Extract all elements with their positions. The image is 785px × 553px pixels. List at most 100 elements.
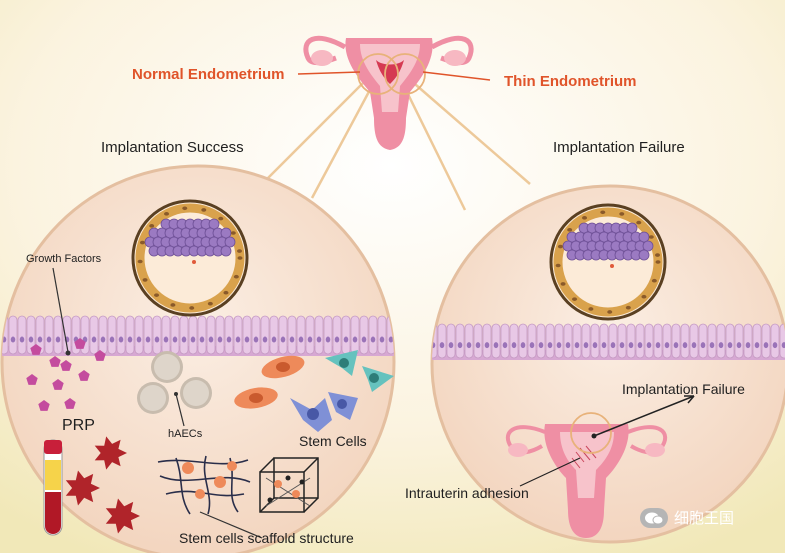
uterus-small: [505, 395, 695, 538]
cell-nucleus: [529, 342, 535, 349]
cell-nucleus: [745, 342, 751, 349]
epithelial-cell: [224, 315, 234, 355]
epithelial-cell: [89, 315, 99, 355]
trophoblast-nucleus: [625, 305, 631, 310]
epithelial-cell: [233, 315, 243, 355]
cell-nucleus: [253, 336, 259, 343]
platelet: [65, 470, 100, 506]
cell-nucleus: [754, 342, 760, 349]
cell-nucleus: [154, 336, 160, 343]
epithelial-cell: [644, 323, 654, 359]
watermark: 细胞王国: [640, 507, 734, 528]
growth-factors: [26, 338, 106, 411]
cell-nucleus: [352, 336, 358, 343]
growth-factor: [60, 360, 72, 371]
cell-nucleus: [538, 342, 544, 349]
cell-nucleus: [370, 336, 376, 343]
cell-nucleus: [502, 342, 508, 349]
haecs-label: hAECs: [168, 428, 203, 440]
cell-nucleus: [55, 336, 61, 343]
cell-nucleus: [226, 336, 232, 343]
cell-nucleus: [91, 336, 97, 343]
cell-nucleus: [466, 342, 472, 349]
scaffold-label: Stem cells scaffold structure: [179, 530, 354, 546]
epithelial-cell: [206, 315, 216, 355]
cell-nucleus: [100, 336, 106, 343]
top-uterus: [297, 35, 491, 150]
trophoblast-nucleus: [619, 212, 625, 216]
epithelial-cell: [296, 315, 306, 355]
thin-endometrium-label: Thin Endometrium: [504, 73, 637, 90]
growth-factors-pointer: [52, 267, 69, 353]
trophoblast-nucleus: [139, 240, 145, 245]
epithelial-cell: [653, 323, 663, 359]
cell-nucleus: [772, 342, 778, 349]
growth-factor: [94, 350, 106, 361]
epithelial-cell: [305, 315, 315, 355]
epithelial-cell: [134, 315, 144, 355]
cell-nucleus: [298, 336, 304, 343]
epithelial-cell: [197, 315, 207, 355]
epithelial-cell: [53, 315, 63, 355]
cell-nucleus: [556, 342, 562, 349]
trophoblast-nucleus: [230, 231, 236, 235]
epithelial-cell: [269, 315, 279, 355]
cell-nucleus: [118, 336, 124, 343]
epithelial-cell: [473, 323, 483, 359]
cell-nucleus: [181, 336, 187, 343]
epithelial-cell: [698, 323, 708, 359]
epithelial-cell: [107, 315, 117, 355]
trophoblast-nucleus: [170, 303, 176, 307]
epithelial-cell: [635, 323, 645, 359]
trophoblast-nucleus: [555, 263, 561, 268]
epithelial-cell: [707, 323, 717, 359]
epithelial-cell: [260, 315, 270, 355]
platelet: [105, 498, 140, 534]
cell-nucleus: [493, 342, 499, 349]
cell-nucleus: [682, 342, 688, 349]
cell-nucleus: [727, 342, 733, 349]
cell-nucleus: [457, 342, 463, 349]
epithelial-cell: [35, 315, 45, 355]
epithelial-cell: [545, 323, 555, 359]
trophoblast-nucleus: [154, 293, 160, 297]
scaffold-pointer: [199, 511, 263, 539]
epithelial-cell: [689, 323, 699, 359]
epithelial-cell: [242, 315, 252, 355]
cell-nucleus: [664, 342, 670, 349]
trophoblast-nucleus: [636, 220, 642, 225]
epithelial-cell: [215, 315, 225, 355]
trophoblast-nucleus: [607, 310, 613, 314]
epithelial-cell: [323, 315, 333, 355]
watermark-text: 细胞王国: [674, 510, 735, 527]
epithelial-cell: [98, 315, 108, 355]
epithelial-cell: [752, 323, 762, 359]
epithelial-cell: [377, 315, 387, 355]
trophoblast-nucleus: [648, 235, 654, 239]
cell-nucleus: [136, 336, 142, 343]
trophoblast-nucleus: [189, 306, 195, 310]
haecs-cells: [137, 351, 212, 427]
cell-nucleus: [145, 336, 151, 343]
cell-nucleus: [343, 336, 349, 343]
inner-cell: [638, 231, 650, 243]
cell-nucleus: [289, 336, 295, 343]
epithelial-cell: [188, 315, 198, 355]
cell-nucleus: [271, 336, 277, 343]
stem-cells: [234, 350, 394, 432]
cell-nucleus: [610, 342, 616, 349]
epithelial-cell: [743, 323, 753, 359]
cell-nucleus: [547, 342, 553, 349]
basement-membrane: [432, 350, 785, 360]
cell-nucleus: [592, 342, 598, 349]
cell-nucleus: [361, 336, 367, 343]
cell-nucleus: [163, 336, 169, 343]
epithelial-cell: [359, 315, 369, 355]
epithelium-right: [432, 323, 785, 360]
epithelial-cell: [599, 323, 609, 359]
growth-factor: [30, 344, 42, 355]
cell-nucleus: [172, 336, 178, 343]
cell-nucleus: [628, 342, 634, 349]
cell-nucleus: [637, 342, 643, 349]
